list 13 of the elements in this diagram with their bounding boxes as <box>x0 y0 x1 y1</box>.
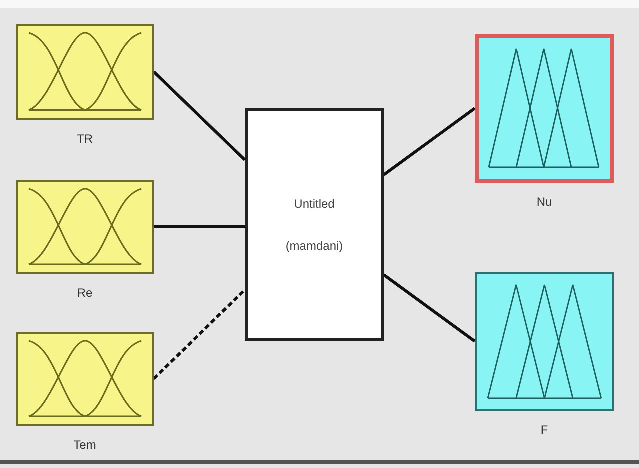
system-type: (mamdani) <box>286 238 344 252</box>
variable-label: Nu <box>536 195 552 209</box>
connector-line <box>152 288 246 380</box>
connector-line <box>383 274 476 343</box>
system-name: Untitled <box>294 196 335 210</box>
variable-label: TR <box>77 132 93 146</box>
connector-line <box>152 70 246 162</box>
connector-line <box>154 226 245 228</box>
system-box <box>245 108 384 341</box>
variable-label: F <box>540 423 548 437</box>
connector-line <box>383 107 476 176</box>
variable-label: Re <box>77 286 93 300</box>
variable-label: Tem <box>74 438 96 452</box>
